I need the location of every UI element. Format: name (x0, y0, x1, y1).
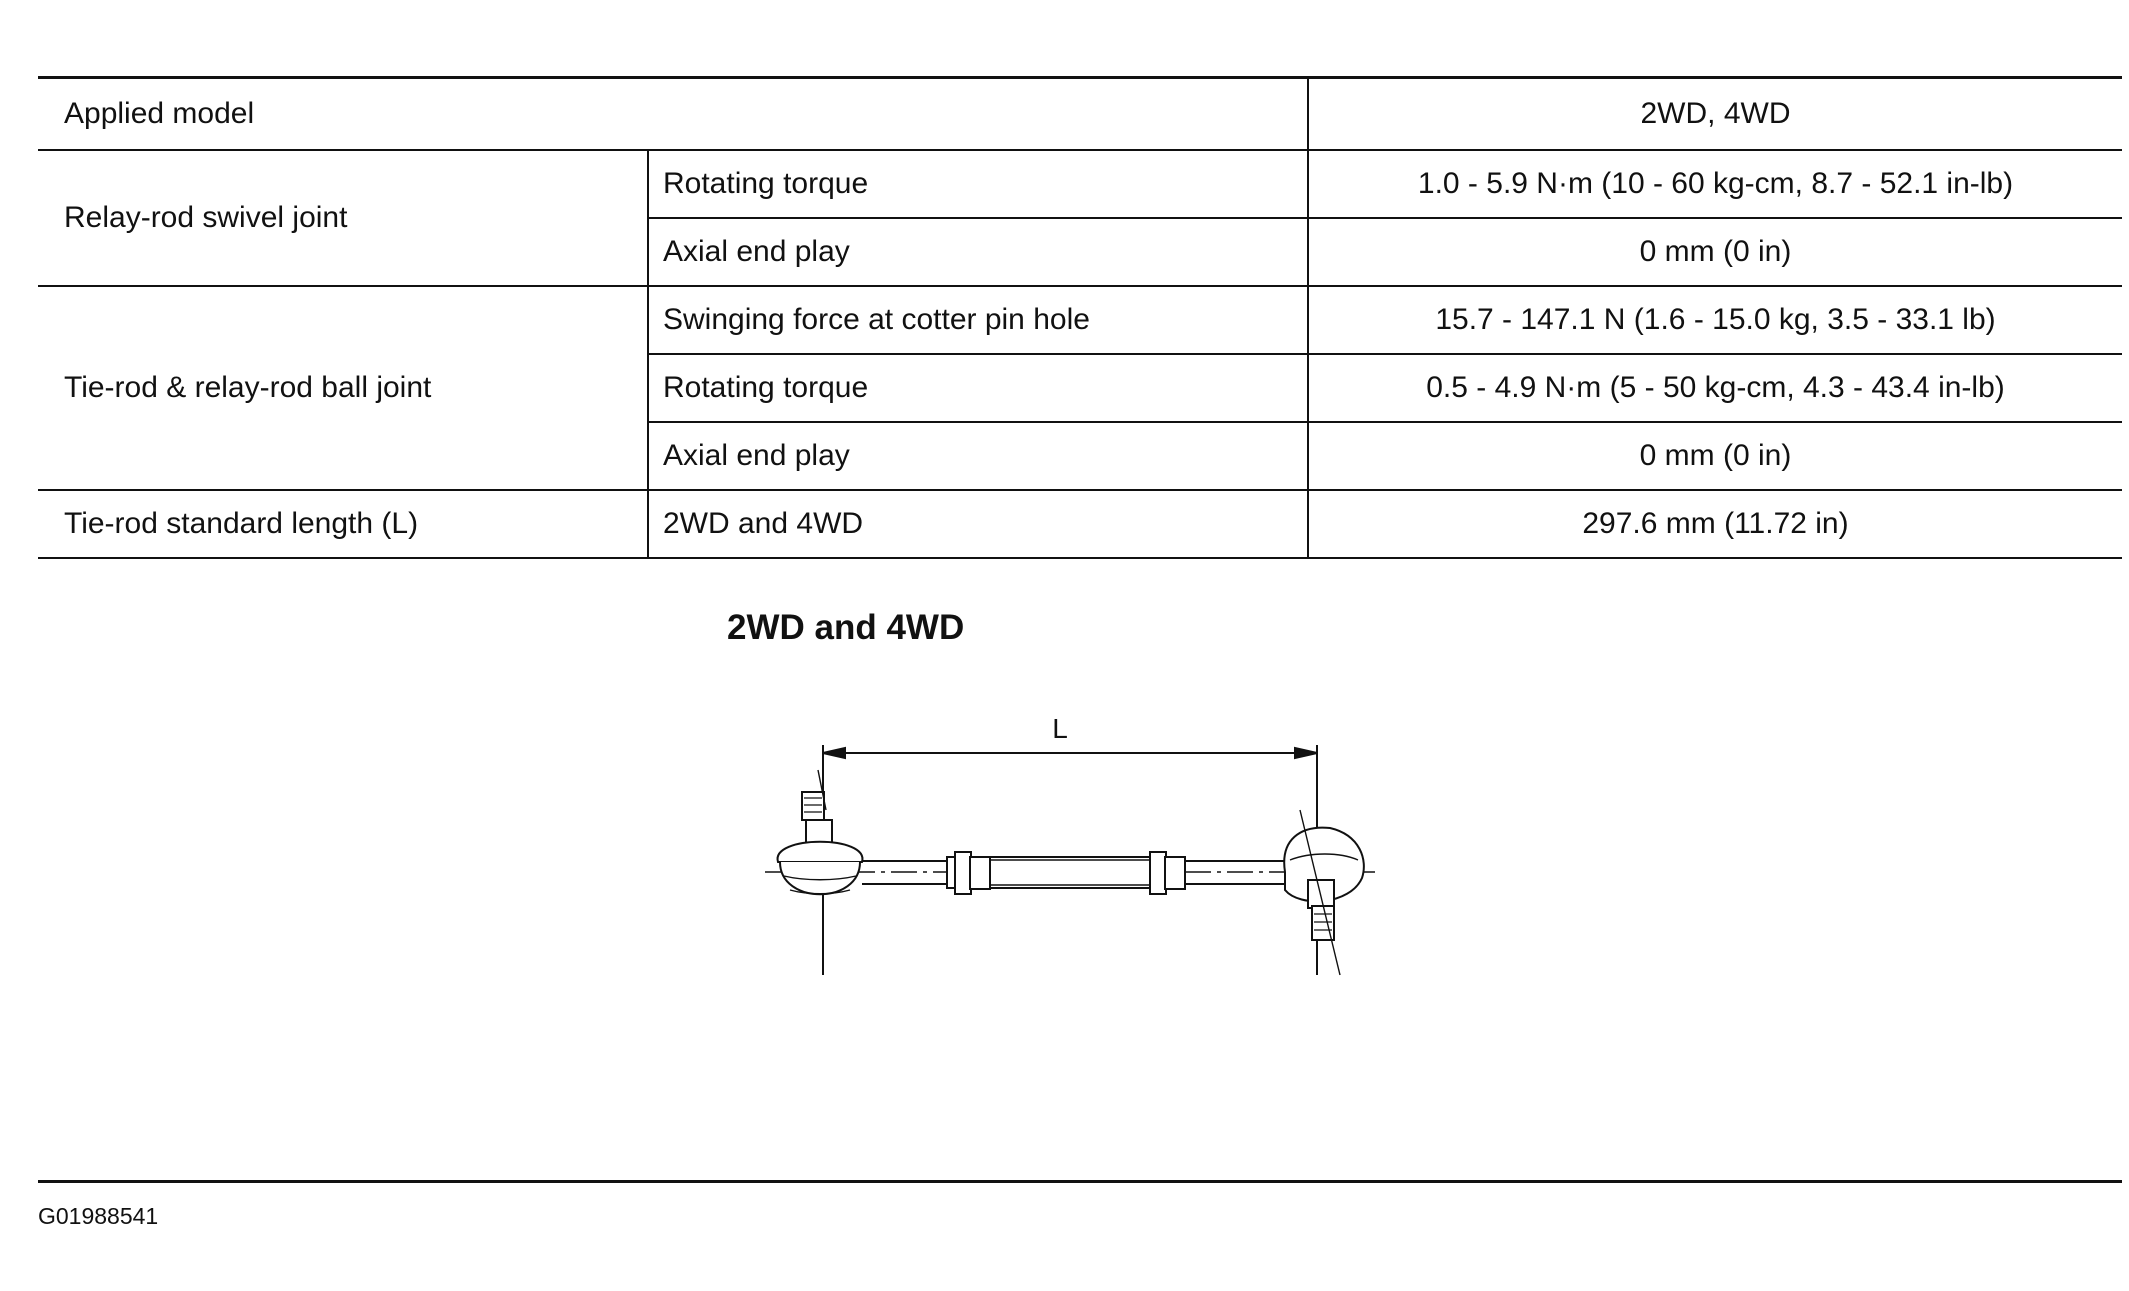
spec-table: Applied model 2WD, 4WD Relay-rod swivel … (38, 79, 2122, 559)
bottom-rule (38, 1180, 2122, 1183)
ball-axial-end-play-label: Axial end play (647, 422, 1308, 491)
top-rule (38, 76, 2122, 79)
swinging-force-value: 15.7 - 147.1 N (1.6 - 15.0 kg, 3.5 - 33.… (1307, 286, 2122, 355)
left-ball-joint (776, 769, 864, 896)
applied-model-label: Applied model (38, 79, 1308, 151)
table-row: Axial end play 0 mm (0 in) (38, 422, 2122, 491)
table-row: Rotating torque 0.5 - 4.9 N·m (5 - 50 kg… (38, 354, 2122, 423)
right-arrow-icon (1294, 746, 1318, 760)
standard-length-value: 297.6 mm (11.72 in) (1307, 490, 2122, 559)
clamp-left (954, 851, 972, 895)
dimension-label: L (1052, 713, 1068, 744)
ball-joint-label: Tie-rod & relay-rod ball joint (38, 286, 648, 491)
table-row: Axial end play 0 mm (0 in) (38, 218, 2122, 287)
relay-rod-swivel-joint-label: Relay-rod swivel joint (38, 150, 648, 287)
swivel-axial-end-play-label: Axial end play (647, 218, 1308, 287)
standard-length-model: 2WD and 4WD (647, 490, 1308, 559)
ball-rotating-torque-label: Rotating torque (647, 354, 1308, 423)
ball-axial-end-play-value: 0 mm (0 in) (1307, 422, 2122, 491)
standard-length-label: Tie-rod standard length (L) (38, 490, 648, 559)
right-ball-joint (1283, 809, 1365, 976)
swivel-rotating-torque-value: 1.0 - 5.9 N·m (10 - 60 kg-cm, 8.7 - 52.1… (1307, 150, 2122, 219)
left-arrow-icon (822, 746, 846, 760)
clamp-right-nut (1164, 856, 1186, 890)
table-row: Applied model 2WD, 4WD (38, 79, 2122, 151)
applied-model-value: 2WD, 4WD (1307, 79, 2122, 151)
table-row: Tie-rod & relay-rod ball joint Swinging … (38, 286, 2122, 491)
table-row: Relay-rod swivel joint Rotating torque 1… (38, 150, 2122, 287)
ball-rotating-torque-value: 0.5 - 4.9 N·m (5 - 50 kg-cm, 4.3 - 43.4 … (1307, 354, 2122, 423)
document-id: G01988541 (38, 1203, 159, 1229)
swinging-force-label: Swinging force at cotter pin hole (647, 286, 1308, 355)
clamp-left-nut (969, 856, 991, 890)
table-row: Tie-rod standard length (L) 2WD and 4WD … (38, 490, 2122, 559)
swivel-rotating-torque-label: Rotating torque (647, 150, 1308, 219)
swivel-axial-end-play-value: 0 mm (0 in) (1307, 218, 2122, 287)
tie-rod-diagram: L (765, 713, 1375, 976)
figure-title: 2WD and 4WD (727, 608, 965, 647)
clamp-right (1149, 851, 1167, 895)
